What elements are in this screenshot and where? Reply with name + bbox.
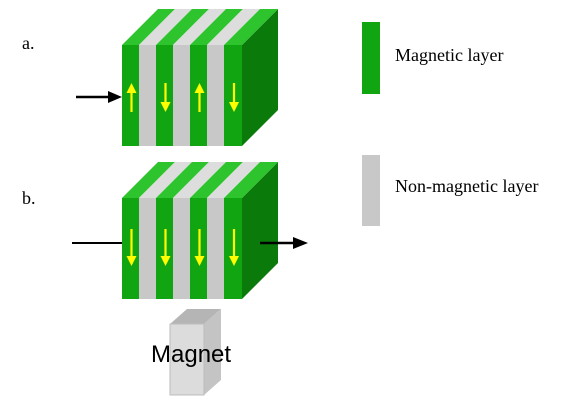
current-out-arrowhead (293, 237, 308, 249)
current-in-arrowhead (108, 91, 122, 103)
magnetization-arrow-down (229, 83, 239, 112)
nonmagnetic-layer (207, 198, 224, 299)
panel-a-stack (76, 9, 278, 146)
magnetization-arrow-down (126, 229, 137, 266)
nonmagnetic-layer-top (207, 9, 260, 45)
magnetization-arrow-down (160, 83, 171, 112)
legend-magnetic-swatch (362, 22, 380, 94)
magnetic-layer-top (224, 162, 278, 198)
nonmagnetic-layer-top (173, 9, 226, 45)
panel-b-label: b. (22, 188, 36, 208)
magnetic-layer-top (122, 9, 175, 45)
magnetic-layer-top (190, 162, 243, 198)
nonmagnetic-layer (173, 45, 190, 146)
legend-nonmagnetic-swatch (362, 155, 380, 226)
magnet-front-face (169, 323, 205, 396)
magnetic-layer-top (190, 9, 243, 45)
magnet-label: Magnet (151, 341, 232, 368)
nonmagnetic-layer-top (207, 162, 260, 198)
nonmagnetic-layer-top (173, 162, 226, 198)
nonmagnetic-layer (139, 198, 156, 299)
magnetization-arrow-up (126, 83, 137, 112)
magnetization-arrow-down (229, 229, 239, 266)
legend-nonmagnetic-label: Non-magnetic layer (395, 176, 539, 196)
nonmagnetic-layer (139, 45, 156, 146)
magnet-side-face (204, 309, 221, 395)
panel-b-stack (72, 162, 308, 299)
legend-swatches (362, 22, 380, 226)
nonmagnetic-layer-top (139, 162, 192, 198)
nonmagnetic-layer (173, 198, 190, 299)
stack-side-face (242, 9, 278, 146)
magnetization-arrow-up (194, 83, 205, 112)
panel-a-label: a. (22, 33, 35, 53)
nonmagnetic-layer (207, 45, 224, 146)
magnetic-layer-top (224, 9, 278, 45)
magnet-block (169, 309, 221, 396)
magnetic-layer-top (122, 162, 175, 198)
magnetization-arrow-down (194, 229, 205, 266)
nonmagnetic-layer-top (139, 9, 192, 45)
legend-magnetic-label: Magnetic layer (395, 45, 504, 65)
magnetic-layer-top (156, 9, 209, 45)
magnetic-layer-top (156, 162, 209, 198)
magnetization-arrow-down (160, 229, 171, 266)
stack-side-face (242, 162, 278, 299)
